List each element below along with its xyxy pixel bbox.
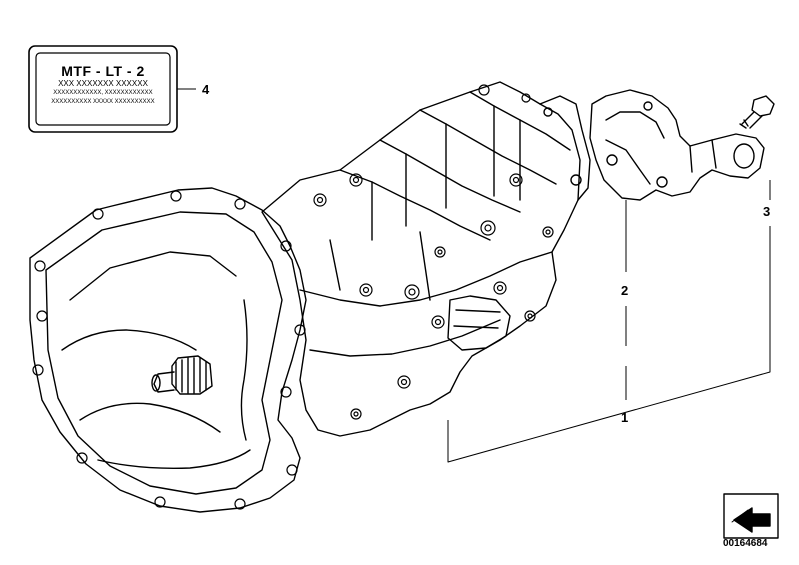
plate-line-3: XXXXXXXXXX XXXXX XXXXXXXXXX bbox=[51, 99, 155, 105]
shift-housing bbox=[447, 295, 511, 351]
plate-line-1: XXX XXXXXXX XXXXXX bbox=[58, 79, 148, 88]
callout-4: 4 bbox=[202, 82, 210, 97]
label-plate-text: MTF - LT - 2 XXX XXXXXXX XXXXXX XXXXXXXX… bbox=[36, 53, 170, 125]
input-shaft bbox=[151, 355, 213, 395]
callout-1: 1 bbox=[621, 410, 629, 425]
flange-bolts bbox=[32, 190, 306, 510]
catalog-reference-icon bbox=[723, 493, 779, 539]
rear-cover bbox=[539, 95, 591, 201]
bell-housing-rim bbox=[45, 211, 283, 495]
transmission-assembly bbox=[29, 81, 591, 513]
plate-title: MTF - LT - 2 bbox=[61, 63, 145, 79]
gearbox-case bbox=[261, 81, 581, 437]
bell-housing-flange bbox=[29, 187, 307, 513]
case-bolts bbox=[313, 84, 554, 420]
callout-2: 2 bbox=[621, 283, 629, 298]
leader-lines bbox=[177, 88, 771, 463]
callout-3: 3 bbox=[763, 204, 771, 219]
reference-number: 00164684 bbox=[723, 538, 768, 549]
hex-bolt bbox=[739, 95, 775, 129]
plate-line-2: XXXXXXXXXXXX, XXXXXXXXXXXX bbox=[53, 90, 153, 96]
transmission-bracket bbox=[589, 89, 765, 201]
